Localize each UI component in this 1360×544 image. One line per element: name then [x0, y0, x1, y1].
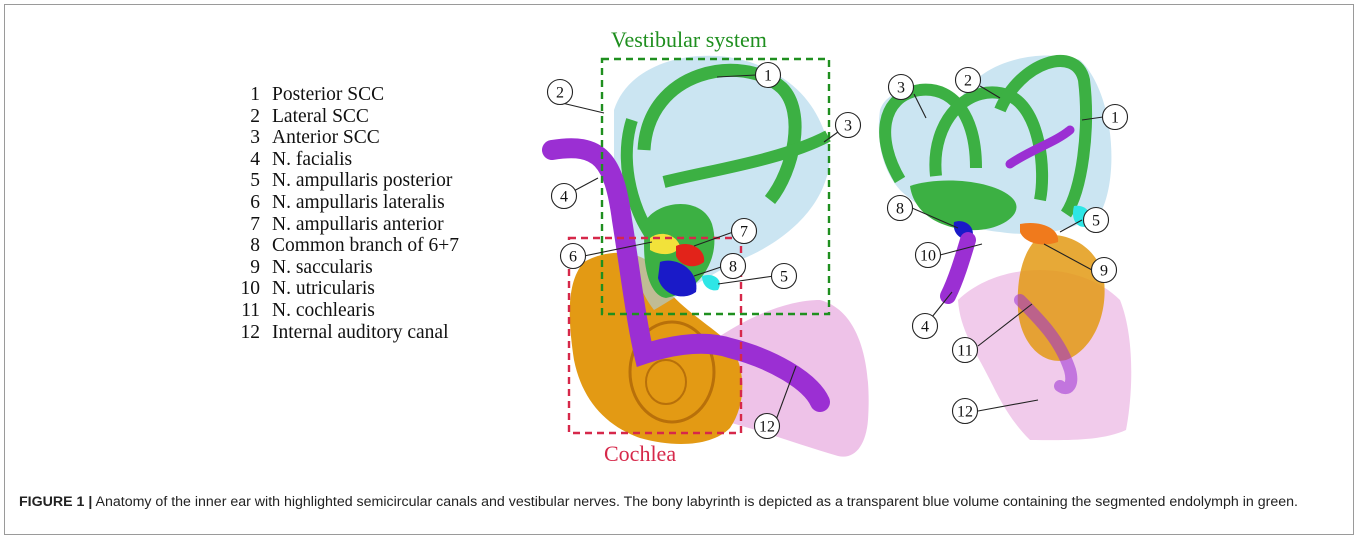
callout-circle: 4 — [913, 314, 938, 339]
callout-number: 6 — [569, 249, 577, 266]
callout-circle: 1 — [1103, 105, 1128, 130]
cochlea-region-label: Cochlea — [604, 441, 676, 466]
callout-circle: 12 — [953, 399, 978, 424]
callout-circle: 5 — [772, 264, 797, 289]
callout-circle: 7 — [732, 219, 757, 244]
callout-number: 12 — [957, 404, 973, 421]
callout-circle: 8 — [721, 254, 746, 279]
n-ampullaris-posterior — [702, 275, 720, 290]
callout-number: 7 — [740, 224, 748, 241]
callout-circle: 4 — [552, 184, 577, 209]
callout-number: 8 — [896, 201, 904, 218]
vestibular-region-label: Vestibular system — [611, 27, 767, 52]
callout-circle: 3 — [889, 75, 914, 100]
callout-number: 12 — [759, 419, 775, 436]
callout-circle: 6 — [561, 244, 586, 269]
callout-number: 9 — [1100, 263, 1108, 280]
callout-circle: 8 — [888, 196, 913, 221]
callout-number: 1 — [1111, 110, 1119, 127]
figure-caption: FIGURE 1 | Anatomy of the inner ear with… — [19, 491, 1339, 514]
callout-circle: 5 — [1084, 208, 1109, 233]
callout-circle: 11 — [953, 338, 978, 363]
callout-number: 2 — [556, 85, 564, 102]
callout-number: 1 — [764, 68, 772, 85]
figure-number: FIGURE 1 | — [19, 494, 92, 510]
callout-circle: 3 — [836, 113, 861, 138]
callout-circle: 2 — [548, 80, 573, 105]
callout-circle: 9 — [1092, 258, 1117, 283]
callout-circle: 1 — [756, 63, 781, 88]
callout-number: 5 — [1092, 213, 1100, 230]
callout-number: 8 — [729, 259, 737, 276]
callout-circle: 2 — [956, 68, 981, 93]
callout-number: 4 — [921, 319, 929, 336]
callout-number: 3 — [897, 80, 905, 97]
callout-number: 3 — [844, 118, 852, 135]
right-view — [879, 56, 1131, 441]
caption-text: Anatomy of the inner ear with highlighte… — [92, 494, 1298, 510]
callout-number: 5 — [780, 269, 788, 286]
callout-number: 2 — [964, 73, 972, 90]
callout-circle: 10 — [916, 243, 941, 268]
callout-circle: 12 — [755, 414, 780, 439]
callout-number: 10 — [920, 248, 936, 265]
callout-number: 11 — [957, 343, 972, 360]
left-view — [552, 56, 869, 457]
callout-number: 4 — [560, 189, 568, 206]
